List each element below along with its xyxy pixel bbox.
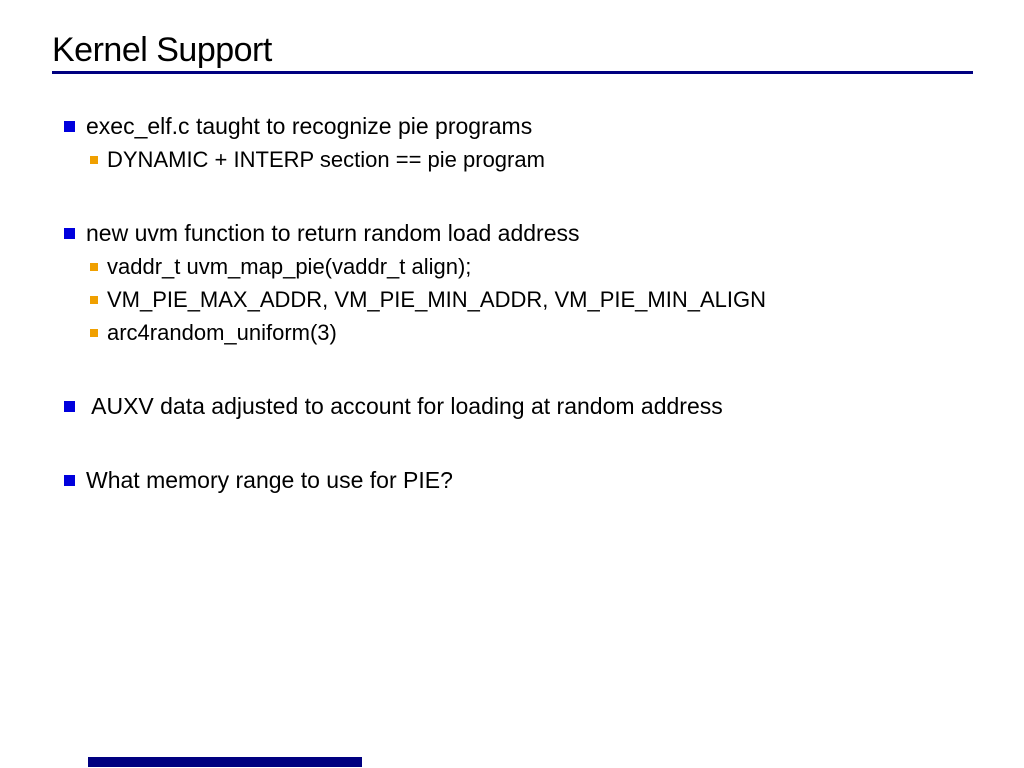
orange-square-bullet-icon [90,329,98,337]
orange-square-bullet-icon [90,263,98,271]
blue-square-bullet-icon [64,475,75,486]
bullet-group: new uvm function to return random load a… [0,217,1024,349]
bullet-text: DYNAMIC + INTERP section == pie program [107,147,545,172]
bullet-text: exec_elf.c taught to recognize pie progr… [86,113,533,139]
bullet-item: new uvm function to return random load a… [0,217,1024,250]
bullet-group: AUXV data adjusted to account for loadin… [0,390,1024,423]
bullet-item: AUXV data adjusted to account for loadin… [0,390,1024,423]
orange-square-bullet-icon [90,296,98,304]
orange-square-bullet-icon [90,156,98,164]
bullet-text: arc4random_uniform(3) [107,320,337,345]
sub-bullet-item: arc4random_uniform(3) [0,316,1024,349]
sub-bullet-item: VM_PIE_MAX_ADDR, VM_PIE_MIN_ADDR, VM_PIE… [0,283,1024,316]
bullet-text: vaddr_t uvm_map_pie(vaddr_t align); [107,254,472,279]
sub-bullet-item: vaddr_t uvm_map_pie(vaddr_t align); [0,250,1024,283]
title-underline [52,71,973,74]
bullet-text: new uvm function to return random load a… [86,220,580,246]
bullet-group: exec_elf.c taught to recognize pie progr… [0,110,1024,176]
bullet-item: exec_elf.c taught to recognize pie progr… [0,110,1024,143]
blue-square-bullet-icon [64,401,75,412]
sub-bullet-item: DYNAMIC + INTERP section == pie program [0,143,1024,176]
blue-square-bullet-icon [64,121,75,132]
slide-title: Kernel Support [52,31,272,69]
bullet-item: What memory range to use for PIE? [0,464,1024,497]
bullet-text: VM_PIE_MAX_ADDR, VM_PIE_MIN_ADDR, VM_PIE… [107,287,766,312]
bullet-text: AUXV data adjusted to account for loadin… [86,393,723,419]
blue-square-bullet-icon [64,228,75,239]
bullet-group: What memory range to use for PIE? [0,464,1024,497]
slide-progress-bar [88,757,362,767]
bullet-text: What memory range to use for PIE? [86,467,453,493]
bullet-list: exec_elf.c taught to recognize pie progr… [0,110,1024,538]
